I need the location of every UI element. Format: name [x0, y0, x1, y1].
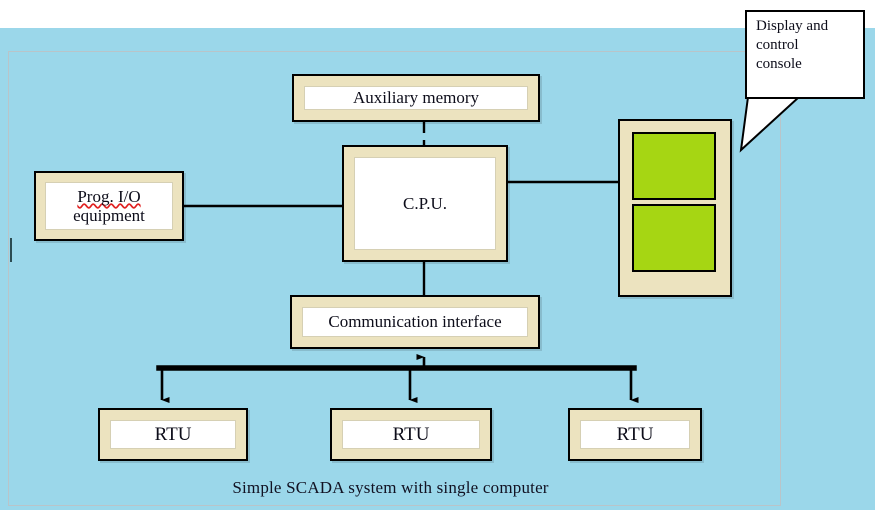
- callout-display-control-console: Display and control console: [745, 10, 865, 99]
- node-rtu-2-label: RTU: [342, 420, 480, 449]
- node-communication-interface-label: Communication interface: [302, 307, 528, 337]
- console-screen-top[interactable]: [632, 132, 716, 200]
- prog-io-label-line2: equipment: [73, 206, 145, 225]
- callout-line-2: control: [756, 37, 799, 54]
- console-screen-bottom[interactable]: [632, 204, 716, 272]
- node-auxiliary-memory[interactable]: Auxiliary memory: [292, 74, 540, 122]
- node-display-control-console[interactable]: [618, 119, 732, 297]
- diagram-caption: Simple SCADA system with single computer: [232, 478, 549, 497]
- node-rtu-1[interactable]: RTU: [98, 408, 248, 461]
- diagram-canvas-frame: [8, 51, 781, 506]
- node-cpu[interactable]: C.P.U.: [342, 145, 508, 262]
- node-rtu-1-label: RTU: [110, 420, 236, 449]
- node-cpu-label: C.P.U.: [354, 157, 496, 250]
- node-rtu-3[interactable]: RTU: [568, 408, 702, 461]
- node-rtu-3-label: RTU: [580, 420, 690, 449]
- prog-io-label-line1: Prog. I/O: [77, 186, 141, 206]
- node-prog-io-equipment-label: Prog. I/O equipment: [45, 182, 173, 230]
- node-auxiliary-memory-label: Auxiliary memory: [304, 86, 528, 110]
- node-communication-interface[interactable]: Communication interface: [290, 295, 540, 349]
- callout-line-1: Display and: [756, 18, 829, 34]
- callout-line-3: console: [756, 56, 802, 73]
- node-rtu-2[interactable]: RTU: [330, 408, 492, 461]
- node-prog-io-equipment[interactable]: Prog. I/O equipment: [34, 171, 184, 241]
- left-edge-tick-mark: [10, 238, 12, 262]
- callout-text: Display and control console: [756, 17, 858, 75]
